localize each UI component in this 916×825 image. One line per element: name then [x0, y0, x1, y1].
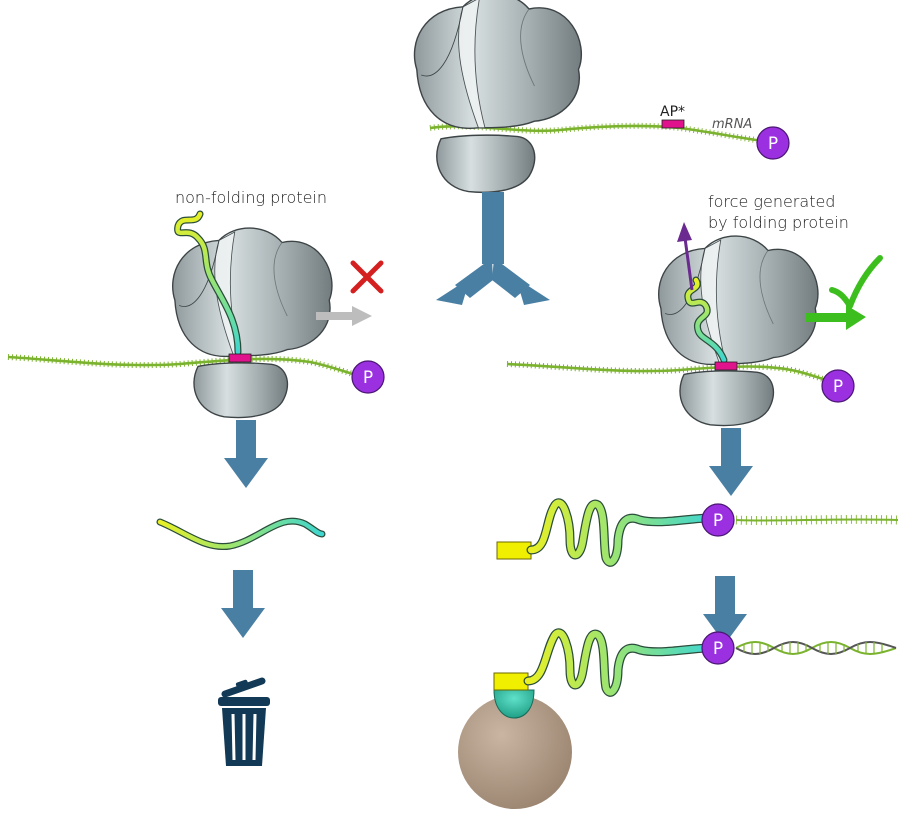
- left-mrna-ticks: [7, 354, 361, 379]
- left-ribosome: [172, 227, 333, 419]
- check-mark-icon: [829, 255, 883, 309]
- top-puromycin: P: [756, 126, 790, 160]
- right-release-arrow: [806, 305, 866, 330]
- cross-mark-icon: [350, 260, 384, 294]
- bead-complex: P: [458, 628, 897, 809]
- force-label-line1: force generated: [708, 192, 835, 211]
- streptavidin: [493, 689, 535, 719]
- left-flow-arrow-2: [221, 570, 265, 638]
- top-ribosome-complex: AP* mRNA P: [413, 0, 790, 194]
- bound-yellow-tag: [493, 672, 529, 691]
- released-folded-complex: P: [496, 498, 899, 567]
- left-blocked-arrow: [316, 306, 372, 326]
- left-puromycin-label: P: [363, 368, 373, 388]
- top-ribosome: [413, 0, 583, 194]
- force-arrow: [677, 222, 694, 291]
- bottom-puromycin-label: P: [713, 639, 723, 659]
- ap-label: AP*: [660, 104, 685, 120]
- top-puromycin-label: P: [768, 134, 778, 154]
- mid-mrna: [735, 518, 899, 522]
- right-flow-arrow-1: [709, 428, 753, 496]
- right-ribosome-complex: P: [506, 222, 883, 427]
- mid-puromycin-label: P: [713, 511, 723, 531]
- left-flow-arrow-1: [224, 420, 268, 488]
- mrna-label: mRNA: [712, 117, 752, 132]
- bottom-puromycin: P: [701, 631, 735, 665]
- cdna-duplex: [735, 641, 897, 655]
- yellow-tag: [496, 541, 532, 560]
- right-arrest-peptide: [714, 361, 738, 371]
- right-ribosome: [658, 235, 819, 427]
- left-puromycin: P: [351, 360, 385, 394]
- trash-can-icon: [218, 677, 270, 766]
- left-arrest-peptide: [228, 353, 252, 363]
- bead: [458, 695, 572, 809]
- right-puromycin-label: P: [833, 377, 843, 397]
- top-arrest-peptide: [661, 119, 685, 129]
- right-puromycin: P: [821, 369, 855, 403]
- left-ribosome-complex: P: [7, 210, 385, 419]
- non-folding-label: non-folding protein: [175, 188, 327, 207]
- mid-puromycin: P: [701, 503, 735, 537]
- split-flow-arrow: [436, 192, 550, 305]
- force-label-line2: by folding protein: [708, 213, 849, 232]
